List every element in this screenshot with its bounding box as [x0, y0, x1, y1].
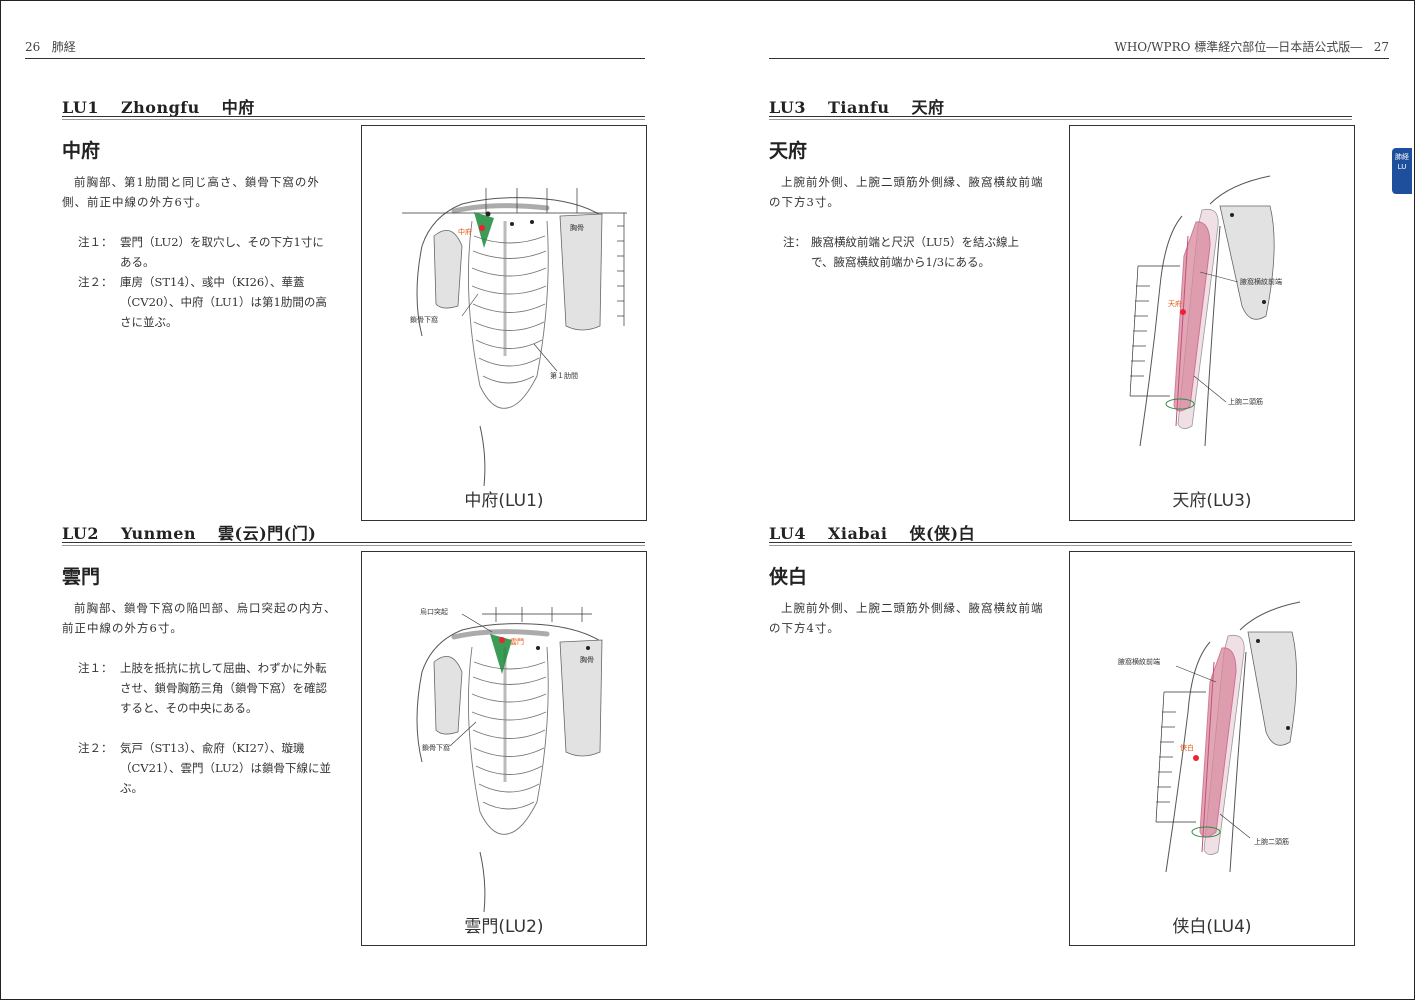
section-rule — [62, 119, 645, 120]
point-description: 上腕前外側、上腕二頭筋外側縁、腋窩横紋前端の下方3寸。 — [769, 175, 1044, 209]
figure-label-point: 天府 — [1168, 299, 1182, 308]
figure-label-biceps: 上腕二頭筋 — [1254, 837, 1289, 846]
figure-caption: 天府(LU3) — [1172, 491, 1252, 511]
point-hanzi: 天府 — [911, 98, 945, 117]
section-rule — [769, 116, 1352, 117]
point-pinyin: Yunmen — [120, 524, 197, 543]
left-running-header: 26 肺経 — [25, 38, 76, 55]
figure-lu4: 侠白 腋窩横紋前端 上腕二頭筋 侠白(LU4) — [1069, 551, 1355, 946]
left-page: 26 肺経 LU1 Zhongfu 中府 中府 前胸部、第1肋間と同じ高さ、鎖骨下窩… — [0, 0, 707, 1000]
page-number: 26 — [25, 40, 41, 54]
point-note: 注１：上肢を抵抗に抗して屈曲、わずかに外転させ、鎖骨胸筋三角（鎖骨下窩）を確認す… — [78, 661, 327, 715]
section-title-lu1: LU1 Zhongfu 中府 — [62, 94, 277, 118]
point-pinyin: Xiabai — [827, 524, 888, 543]
header-rule — [769, 58, 1389, 59]
chapter-title: 肺経 — [51, 40, 76, 54]
figure-label-biceps: 上腕二頭筋 — [1228, 397, 1263, 406]
figure-lu3: 天府 腋窩横紋前端 上腕二頭筋 天府(LU3) — [1069, 125, 1355, 521]
right-running-header: WHO/WPRO 標準経穴部位―日本語公式版― 27 — [1114, 38, 1389, 55]
figure-label-point: 雲門 — [510, 638, 524, 646]
figure-caption: 中府(LU1) — [464, 491, 544, 511]
point-name-heading: 侠白 — [769, 566, 808, 588]
point-pinyin: Tianfu — [827, 98, 890, 117]
figure-label-axilla: 腋窩横紋前端 — [1118, 657, 1160, 666]
point-description: 前胸部、鎖骨下窩の陥凹部、烏口突起の内方、前正中線の外方6寸。 — [62, 601, 337, 635]
point-code: LU4 — [769, 524, 806, 543]
figure-label-rib: 第１肋間 — [550, 371, 578, 380]
point-description: 前胸部、第1肋間と同じ高さ、鎖骨下窩の外側、前正中線の外方6寸。 — [62, 175, 320, 209]
section-rule — [62, 542, 645, 543]
section-rule — [769, 119, 1352, 120]
section-title-lu3: LU3 Tianfu 天府 — [769, 94, 966, 118]
chapter-index-tab[interactable]: 肺経 LU — [1392, 148, 1412, 194]
figure-label-axilla: 腋窩横紋前端 — [1240, 277, 1282, 286]
tab-code: LU — [1397, 163, 1407, 171]
point-hanzi: 雲(云)門(门) — [218, 524, 317, 543]
header-rule — [25, 58, 645, 59]
figure-label-clavicle: 鎖骨下窩 — [410, 315, 438, 324]
tab-label: 肺経 — [1395, 153, 1409, 161]
chest-illustration: 雲門 烏口突起 鎖骨下窩 胸骨 — [416, 607, 603, 913]
book-title: WHO/WPRO 標準経穴部位―日本語公式版― — [1114, 40, 1363, 54]
section-title-lu2: LU2 Yunmen 雲(云)門(门) — [62, 520, 338, 544]
section-rule — [769, 542, 1352, 543]
point-note: 注１：雲門（LU2）を取穴し、その下方1寸にある。 — [78, 235, 324, 269]
point-code: LU3 — [769, 98, 806, 117]
point-hanzi: 侠(侠)白 — [909, 524, 976, 543]
arm-illustration: 天府 腋窩横紋前端 上腕二頭筋 — [1129, 175, 1282, 447]
page-number: 27 — [1373, 40, 1389, 54]
figure-label-sternum: 胸骨 — [570, 223, 584, 232]
right-page: WHO/WPRO 標準経穴部位―日本語公式版― 27 LU3 Tianfu 天府 天… — [707, 0, 1415, 1000]
section-rule — [62, 545, 645, 546]
section-rule — [62, 116, 645, 117]
point-note: 注２：庫房（ST14）、彧中（KI26）、華蓋（CV20）、中府（LU1）は第1… — [78, 275, 327, 329]
point-code: LU1 — [62, 98, 99, 117]
section-title-lu4: LU4 Xiabai 侠(侠)白 — [769, 520, 997, 544]
figure-label-sternum: 胸骨 — [580, 655, 594, 664]
figure-lu1: 中府 鎖骨下窩 第１肋間 胸骨 中府(LU1) — [361, 125, 647, 521]
point-note: 注：腋窩横紋前端と尺沢（LU5）を結ぶ線上で、腋窩横紋前端から1/3にある。 — [783, 235, 1020, 269]
point-code: LU2 — [62, 524, 99, 543]
point-note: 注２：気戸（ST13）、兪府（KI27）、璇璣（CV21）、雲門（LU2）は鎖骨… — [78, 741, 332, 795]
chest-illustration: 中府 鎖骨下窩 第１肋間 胸骨 — [402, 188, 627, 487]
figure-label-coracoid: 烏口突起 — [420, 607, 448, 616]
section-rule — [769, 545, 1352, 546]
figure-label-clavicle: 鎖骨下窩 — [422, 743, 450, 752]
figure-label-point: 侠白 — [1180, 743, 1194, 752]
point-name-heading: 天府 — [769, 140, 808, 162]
point-name-heading: 雲門 — [62, 566, 101, 588]
point-description: 上腕前外側、上腕二頭筋外側縁、腋窩横紋前端の下方4寸。 — [769, 601, 1044, 635]
figure-label-point: 中府 — [458, 227, 472, 236]
point-hanzi: 中府 — [221, 98, 255, 117]
point-name-heading: 中府 — [62, 140, 101, 162]
point-pinyin: Zhongfu — [120, 98, 200, 117]
figure-lu2: 雲門 烏口突起 鎖骨下窩 胸骨 雲門(LU2) — [361, 551, 647, 946]
figure-caption: 侠白(LU4) — [1172, 917, 1252, 937]
figure-caption: 雲門(LU2) — [464, 917, 544, 937]
arm-illustration: 侠白 腋窩横紋前端 上腕二頭筋 — [1118, 601, 1301, 873]
